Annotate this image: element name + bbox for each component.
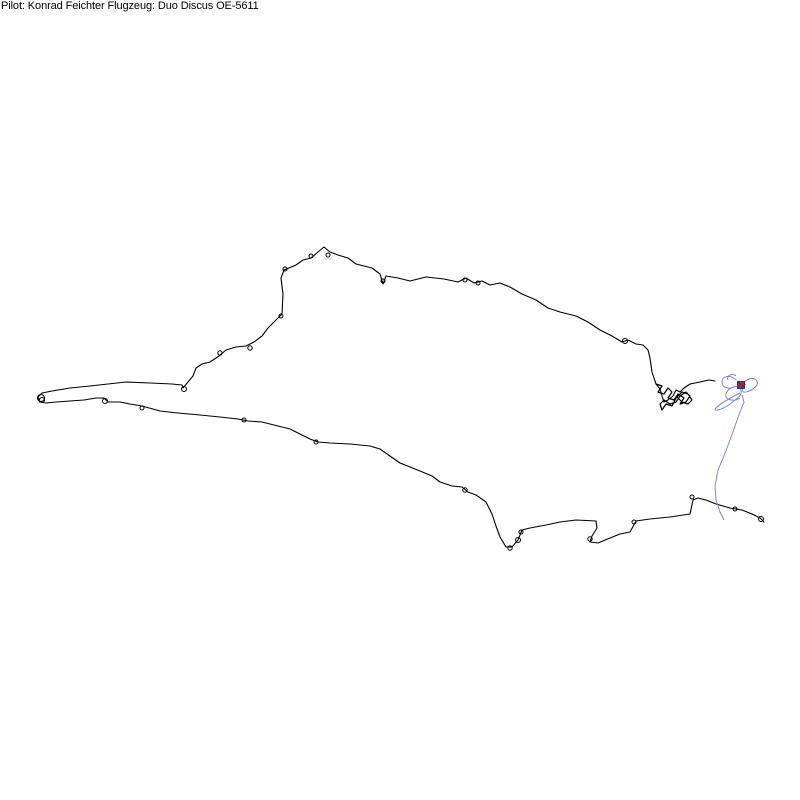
thermal-loop	[462, 277, 468, 283]
flight-track-main	[37, 246, 765, 548]
thermal-loop	[758, 516, 764, 522]
thermal-loop	[631, 519, 637, 525]
thermal-loop	[247, 345, 253, 351]
thermal-loops	[37, 252, 764, 551]
thermal-loop	[241, 417, 247, 423]
thermal-loop	[37, 394, 45, 402]
thermal-loop	[102, 398, 108, 404]
pilot-aircraft-caption: Pilot: Konrad Feichter Flugzeug: Duo Dis…	[1, 0, 259, 12]
thermal-loop	[282, 266, 288, 272]
thermal-loop	[622, 338, 628, 344]
flight-track-cluster	[655, 383, 693, 411]
start-marker-icon	[737, 381, 745, 389]
thermal-loop	[462, 487, 468, 493]
thermal-loop	[308, 253, 314, 259]
thermal-loop	[475, 280, 481, 286]
thermal-loop	[518, 529, 524, 535]
thermal-loop	[217, 350, 223, 356]
thermal-loop	[313, 439, 319, 445]
thermal-loop	[380, 278, 386, 284]
thermal-loop	[507, 545, 513, 551]
thermal-loop	[587, 536, 593, 542]
thermal-loop	[278, 313, 284, 319]
thermal-loop	[39, 397, 45, 403]
thermal-loop	[181, 386, 187, 392]
thermal-loop	[689, 494, 695, 500]
thermal-loop	[515, 537, 521, 543]
flight-track-launch	[714, 373, 758, 521]
thermal-loop	[325, 252, 331, 258]
thermal-loop	[139, 405, 145, 411]
thermal-loop	[732, 506, 738, 512]
